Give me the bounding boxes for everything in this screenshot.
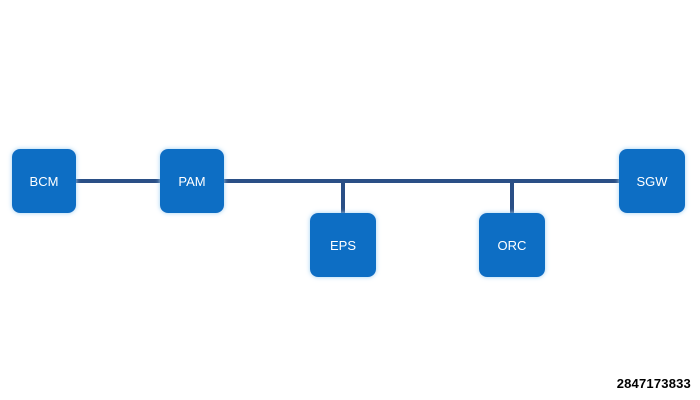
node-orc-box <box>479 213 545 277</box>
node-sgw-label: SGW <box>636 174 668 189</box>
bus-lines <box>75 179 620 214</box>
node-pam-box <box>160 149 224 213</box>
node-pam-label: PAM <box>178 174 205 189</box>
node-eps: EPS <box>310 213 376 277</box>
node-orc: ORC <box>479 213 545 277</box>
node-sgw-box <box>619 149 685 213</box>
node-sgw: SGW <box>619 149 685 213</box>
node-bcm-box <box>12 149 76 213</box>
node-pam: PAM <box>160 149 224 213</box>
node-bcm-label: BCM <box>30 174 59 189</box>
node-eps-label: EPS <box>330 238 356 253</box>
node-orc-label: ORC <box>498 238 527 253</box>
node-eps-box <box>310 213 376 277</box>
node-bcm: BCM <box>12 149 76 213</box>
figure-id: 2847173833 <box>616 376 691 391</box>
